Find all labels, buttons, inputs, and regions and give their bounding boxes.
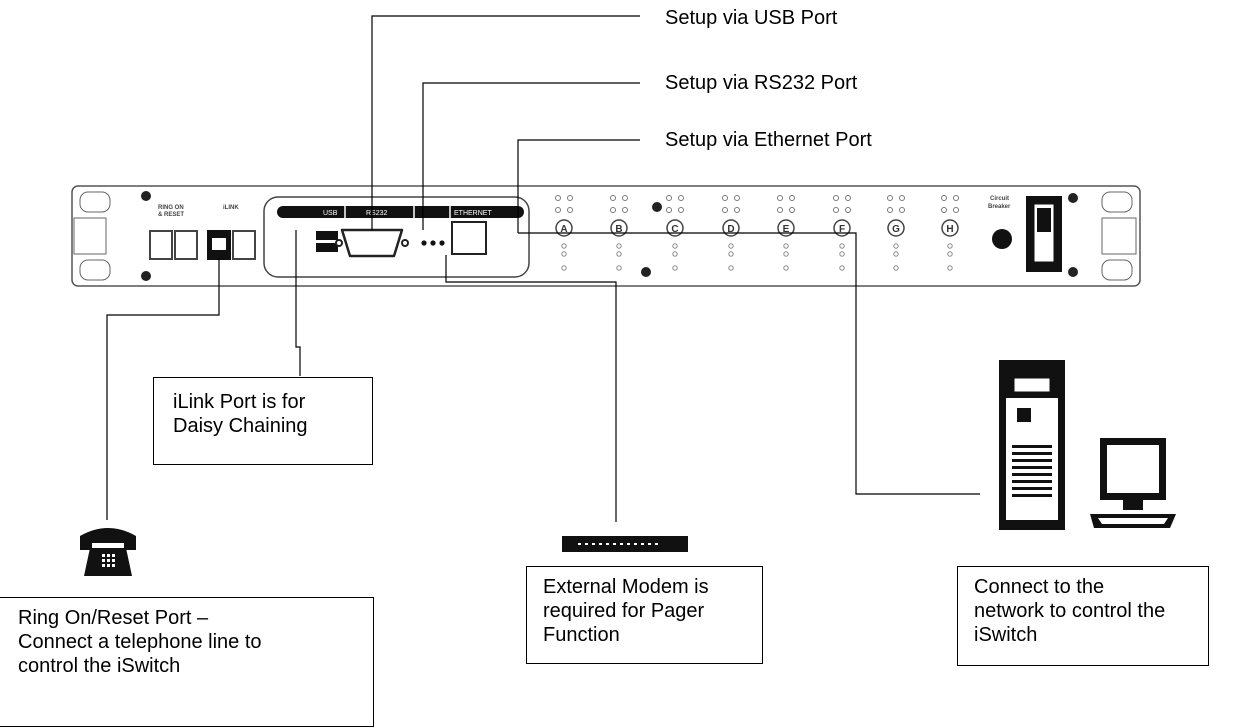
outlet-e: E — [777, 195, 795, 271]
usb-port-2 — [316, 243, 338, 252]
external-modem-icon — [562, 536, 688, 552]
ethernet-leader-line — [517, 139, 640, 233]
status-led-1 — [421, 240, 427, 246]
outlet-h: H — [941, 195, 959, 271]
ring-note-line-1: Ring On/Reset Port – — [18, 607, 209, 629]
outlet-f: F — [833, 195, 851, 271]
outlet-d: D — [722, 195, 740, 271]
usb-leader-line — [371, 15, 640, 230]
ethernet-port — [451, 221, 487, 255]
modem-note-line-2: required for Pager — [543, 600, 705, 622]
power-switch-icon — [1026, 196, 1062, 272]
network-note-line-1: Connect to the — [974, 576, 1105, 598]
modem-note-box: External Modem is required for Pager Fun… — [526, 566, 763, 664]
rs232-leader-line — [422, 82, 640, 230]
status-led-3 — [439, 240, 445, 246]
ring-leader-line — [106, 258, 220, 520]
outlet-label-f: F — [839, 224, 845, 235]
ring-reset-jack-2 — [174, 230, 198, 260]
ilink-label: iLINK — [223, 205, 239, 211]
ilink-jack-2 — [232, 230, 256, 260]
ethernet-setup-label: Setup via Ethernet Port — [665, 129, 872, 151]
circuit-breaker-button — [992, 229, 1012, 249]
ring-note-line-3: control the iSwitch — [18, 655, 181, 677]
port-tab-rs232: RS232 — [366, 210, 388, 217]
network-note-box: Connect to the network to control the iS… — [957, 566, 1209, 666]
modem-note-line-3: Function — [543, 624, 620, 646]
usb-setup-label: Setup via USB Port — [665, 7, 838, 29]
desktop-computer-icon — [999, 360, 1176, 530]
outlet-label-d: D — [727, 224, 734, 235]
outlet-label-a: A — [560, 224, 567, 235]
outlet-g: G — [887, 195, 905, 271]
ring-on-reset-label-2: & RESET — [158, 212, 184, 218]
network-leader-line — [518, 232, 980, 495]
network-note-line-2: network to control the — [974, 600, 1166, 622]
outlet-b: B — [610, 195, 628, 271]
circuit-breaker-label: Circuit — [990, 196, 1009, 202]
ilink-leader-line — [295, 230, 301, 376]
connector-lines — [106, 15, 980, 713]
ilink-note-line-1: iLink Port is for — [173, 391, 306, 413]
modem-note-line-1: External Modem is — [543, 576, 709, 598]
port-tab-ethernet: ETHERNET — [454, 210, 492, 217]
outlet-c: C — [666, 195, 684, 271]
rs232-setup-label: Setup via RS232 Port — [665, 72, 858, 94]
outlet-label-c: C — [671, 224, 678, 235]
ring-reset-jack-1 — [149, 230, 173, 260]
outlet-a: A — [555, 195, 573, 271]
ring-note-line-2: Connect a telephone line to — [18, 631, 262, 653]
outlet-indicators: A B C D E F G H — [555, 195, 959, 271]
ring-reset-note-box: Ring On/Reset Port – Connect a telephone… — [0, 597, 374, 727]
ring-on-reset-label: RING ON — [158, 205, 184, 211]
outlet-label-h: H — [946, 224, 953, 235]
rs232-port — [340, 228, 404, 258]
circuit-breaker-label-2: Breaker — [988, 204, 1011, 210]
ilink-note-box: iLink Port is for Daisy Chaining — [153, 377, 373, 465]
status-led-2 — [430, 240, 436, 246]
outlet-label-b: B — [615, 224, 622, 235]
port-tab-usb: USB — [323, 210, 338, 217]
modem-leader-line — [445, 255, 617, 522]
outlet-label-e: E — [783, 224, 790, 235]
ilink-note-line-2: Daisy Chaining — [173, 415, 308, 437]
usb-port-1 — [316, 231, 338, 240]
iswitch-front-panel: RING ON & RESET iLINK USB RS232 ETHERNET — [71, 185, 1141, 287]
outlet-label-g: G — [892, 224, 900, 235]
network-note-line-3: iSwitch — [974, 624, 1038, 646]
telephone-icon — [80, 528, 136, 576]
